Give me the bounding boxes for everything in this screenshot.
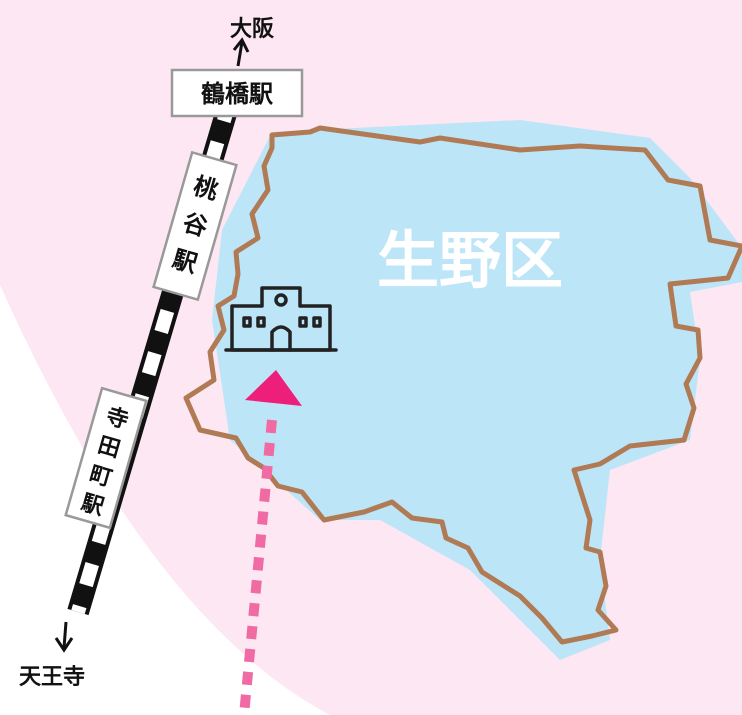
route-dotted-line [239, 419, 277, 715]
direction-north-label: 大阪 [230, 17, 274, 42]
station-tsuruhashi-label: 鶴橋駅 [201, 80, 273, 108]
north-direction-arrow-icon [232, 37, 250, 67]
ward-office-building-icon [224, 286, 338, 352]
ward-border [183, 125, 742, 645]
destination-arrow-icon [245, 370, 302, 406]
station-momodani: 桃 谷 駅 [152, 150, 238, 302]
direction-south-label: 天王寺 [19, 665, 85, 690]
station-tsuruhashi: 鶴橋駅 [170, 68, 304, 118]
ward-area [212, 120, 742, 660]
ward-name-label: 生野区 [377, 224, 563, 297]
station-teradacho: 寺 田 町 駅 [64, 386, 148, 530]
south-direction-arrow-icon [54, 621, 74, 653]
